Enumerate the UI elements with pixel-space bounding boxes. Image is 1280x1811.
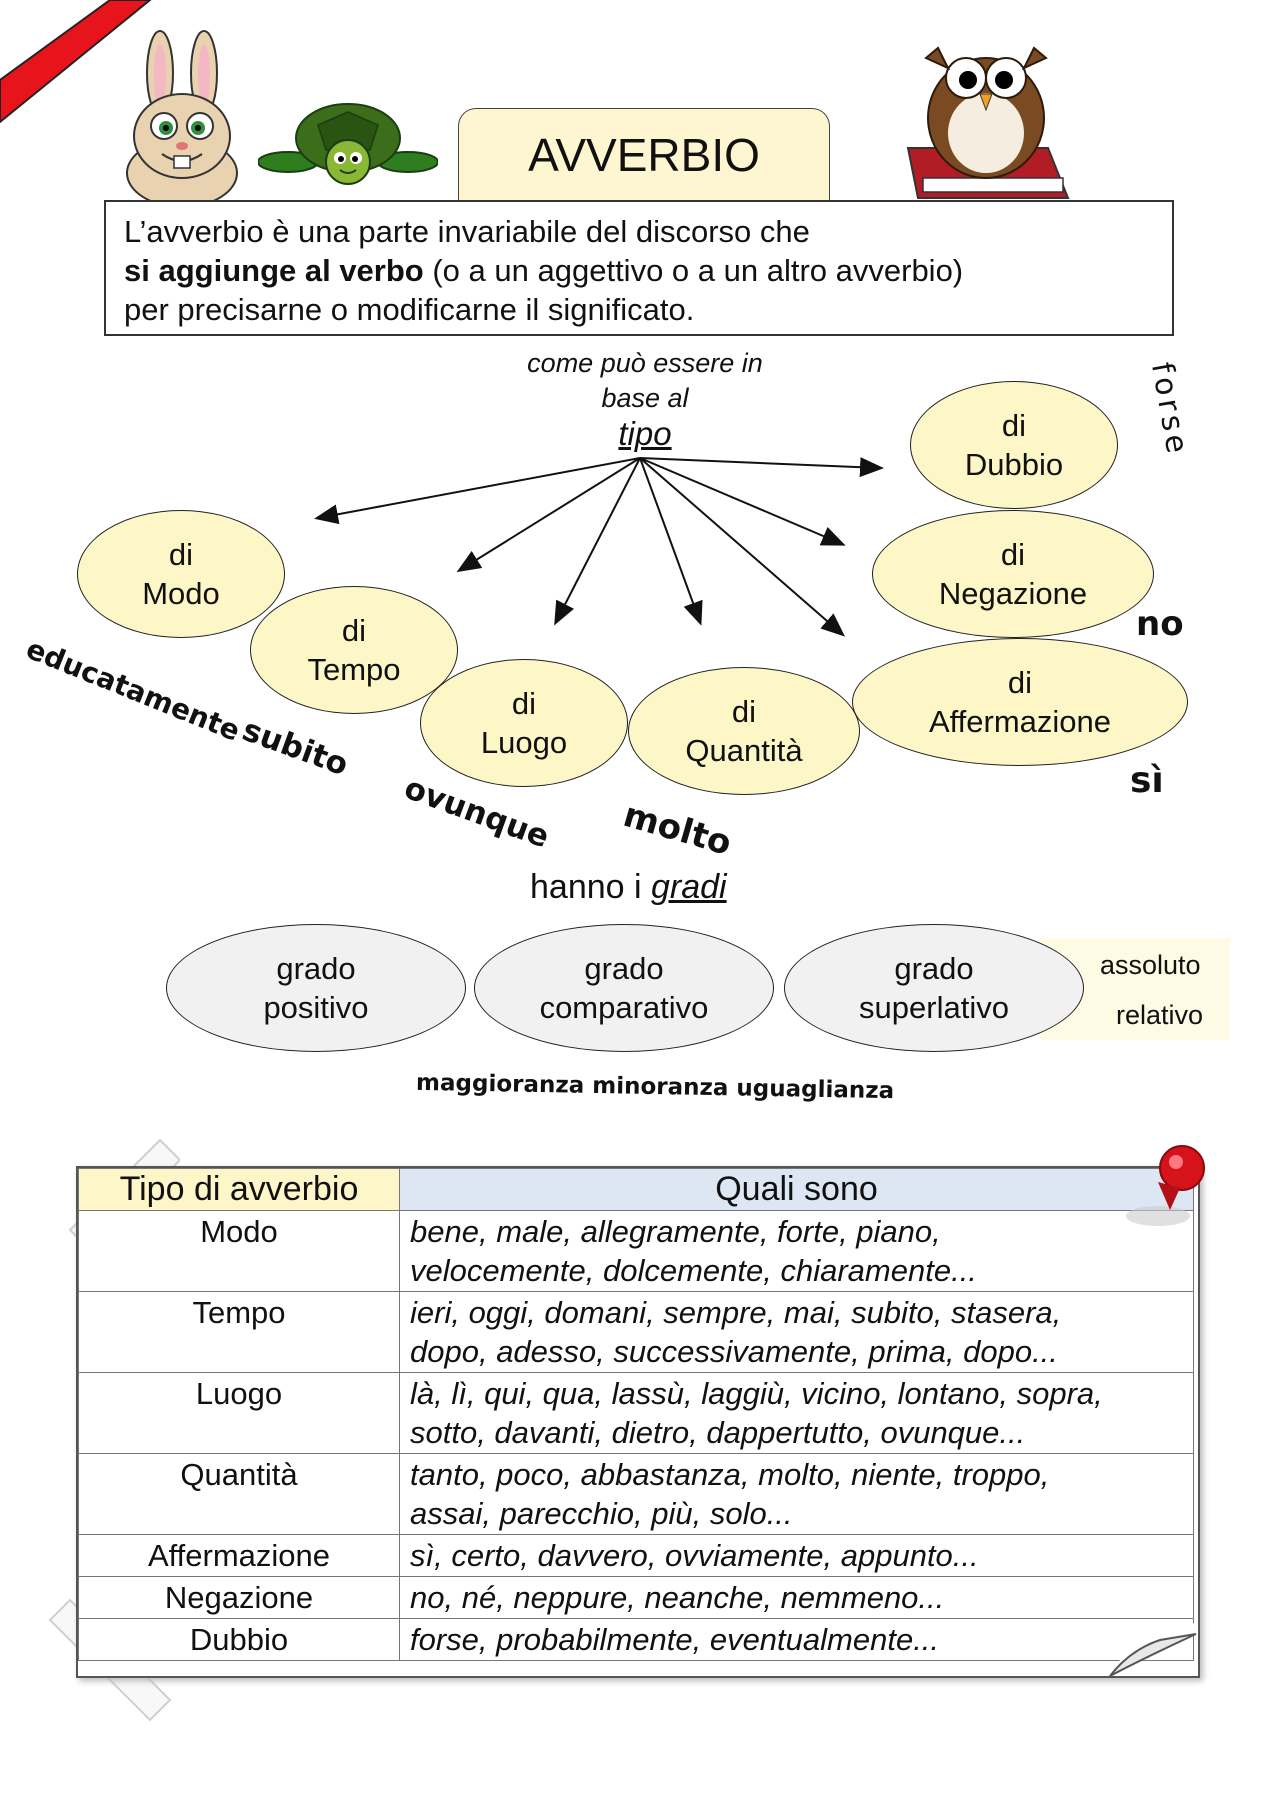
type-di: di bbox=[1000, 537, 1026, 572]
type-di: di bbox=[341, 613, 367, 648]
type-name: Luogo bbox=[480, 725, 568, 760]
type-name: Affermazione bbox=[928, 704, 1112, 739]
grade-line-1: grado bbox=[276, 951, 356, 986]
table-row: Luogo là, lì, qui, qua, lassù, laggiù, v… bbox=[78, 1372, 1194, 1454]
table-cell-tipo: Dubbio bbox=[78, 1618, 400, 1661]
tipo-keyword: tipo bbox=[618, 415, 672, 452]
grade-line-2: positivo bbox=[263, 990, 369, 1025]
tipo-caption-line-2: base al bbox=[601, 383, 689, 413]
words-line-1: là, lì, qui, qua, lassù, laggiù, vicino,… bbox=[410, 1376, 1103, 1411]
superlativo-relativo: relativo bbox=[1116, 1000, 1204, 1030]
type-ellipse-luogo: di Luogo bbox=[420, 659, 628, 787]
words-line-2: assai, parecchio, più, solo... bbox=[410, 1496, 793, 1531]
table-cell-words: ieri, oggi, domani, sempre, mai, subito,… bbox=[399, 1291, 1194, 1373]
table-cell-words: forse, probabilmente, eventualmente... bbox=[399, 1618, 1194, 1661]
table-header-quali: Quali sono bbox=[399, 1168, 1194, 1211]
grade-line-1: grado bbox=[894, 951, 974, 986]
definition-box: L’avverbio è una parte invariabile del d… bbox=[104, 200, 1174, 336]
table-cell-words: tanto, poco, abbastanza, molto, niente, … bbox=[399, 1453, 1194, 1535]
grade-line-2: superlativo bbox=[859, 990, 1009, 1025]
grade-ellipse-comparativo: grado comparativo bbox=[474, 924, 774, 1052]
grade-ellipse-positivo: grado positivo bbox=[166, 924, 466, 1052]
grade-ellipse-superlativo: grado superlativo bbox=[784, 924, 1084, 1052]
tipo-caption-line-1: come può essere in bbox=[527, 348, 763, 378]
table-cell-tipo: Modo bbox=[78, 1210, 400, 1292]
tipo-arrows bbox=[314, 457, 884, 637]
table-cell-tipo: Affermazione bbox=[78, 1534, 400, 1577]
definition-line-3: per precisarne o modificarne il signific… bbox=[124, 292, 695, 327]
table-header-tipo: Tipo di avverbio bbox=[78, 1168, 400, 1211]
arrow-luogo bbox=[554, 457, 641, 626]
arrow-modo bbox=[314, 457, 641, 525]
tipo-caption: come può essere in base al tipo bbox=[490, 346, 800, 451]
type-ellipse-modo: di Modo bbox=[77, 510, 285, 638]
gradi-prefix: hanno i bbox=[530, 868, 651, 906]
arrow-quantita bbox=[639, 457, 703, 626]
rabbit-icon bbox=[126, 30, 238, 208]
table-cell-tipo: Tempo bbox=[78, 1291, 400, 1373]
type-di: di bbox=[1001, 408, 1027, 443]
arrow-negazione bbox=[639, 457, 846, 546]
type-name: Dubbio bbox=[964, 447, 1064, 482]
words-line-2: velocemente, dolcemente, chiaramente... bbox=[410, 1253, 977, 1288]
type-ellipse-quantita: di Quantità bbox=[628, 667, 860, 795]
grade-line-1: grado bbox=[584, 951, 664, 986]
pushpin-icon bbox=[1126, 1145, 1205, 1226]
type-ellipse-dubbio: di Dubbio bbox=[910, 381, 1118, 509]
owl-icon bbox=[906, 46, 1070, 199]
definition-line-2: si aggiunge al verbo (o a un aggettivo o… bbox=[124, 251, 1154, 290]
gradi-caption: hanno i gradi bbox=[530, 868, 727, 907]
comparativo-kinds: maggioranza minoranza uguaglianza bbox=[415, 1069, 895, 1105]
type-di: di bbox=[731, 694, 757, 729]
words-line-1: ieri, oggi, domani, sempre, mai, subito,… bbox=[410, 1295, 1062, 1330]
type-name: Modo bbox=[142, 576, 220, 611]
example-affermazione: sì bbox=[1130, 760, 1164, 801]
table-row: Quantità tanto, poco, abbastanza, molto,… bbox=[78, 1453, 1194, 1535]
page-title: AVVERBIO bbox=[458, 108, 830, 201]
type-name: Tempo bbox=[307, 652, 401, 687]
gradi-keyword: gradi bbox=[651, 868, 727, 906]
type-di: di bbox=[168, 537, 194, 572]
page-curl bbox=[1109, 1622, 1197, 1677]
words-line-1: bene, male, allegramente, forte, piano, bbox=[410, 1214, 941, 1249]
type-ellipse-negazione: di Negazione bbox=[872, 510, 1154, 638]
superlativo-assoluto: assoluto bbox=[1100, 950, 1201, 980]
type-ellipse-tempo: di Tempo bbox=[250, 586, 458, 714]
definition-line-1: L’avverbio è una parte invariabile del d… bbox=[124, 214, 810, 249]
definition-keyword: si aggiunge al verbo bbox=[124, 253, 424, 288]
table-cell-words: bene, male, allegramente, forte, piano, v… bbox=[399, 1210, 1194, 1292]
words-line-2: sotto, davanti, dietro, dappertutto, ovu… bbox=[410, 1415, 1026, 1450]
turtle-icon bbox=[258, 103, 438, 185]
arrow-dubbio bbox=[639, 457, 884, 478]
example-negazione: no bbox=[1136, 604, 1184, 644]
table-row: Tempo ieri, oggi, domani, sempre, mai, s… bbox=[78, 1291, 1194, 1373]
table-cell-tipo: Luogo bbox=[78, 1372, 400, 1454]
corner-ribbon bbox=[0, 0, 152, 124]
type-name: Negazione bbox=[938, 576, 1088, 611]
arrow-tempo bbox=[456, 457, 641, 573]
words-line-1: tanto, poco, abbastanza, molto, niente, … bbox=[410, 1457, 1050, 1492]
words-line-2: dopo, adesso, successivamente, prima, do… bbox=[410, 1334, 1058, 1369]
type-ellipse-affermazione: di Affermazione bbox=[852, 638, 1188, 766]
type-di: di bbox=[1007, 665, 1033, 700]
table-header-row: Tipo di avverbio Quali sono bbox=[78, 1168, 1194, 1211]
table-cell-words: no, né, neppure, neanche, nemmeno... bbox=[399, 1576, 1194, 1619]
grade-line-2: comparativo bbox=[539, 990, 709, 1025]
adverb-table: Tipo di avverbio Quali sono Modo bene, m… bbox=[78, 1168, 1194, 1661]
table-cell-words: sì, certo, davvero, ovviamente, appunto.… bbox=[399, 1534, 1194, 1577]
table-row: Dubbio forse, probabilmente, eventualmen… bbox=[78, 1618, 1194, 1661]
table-row: Modo bene, male, allegramente, forte, pi… bbox=[78, 1210, 1194, 1292]
type-name: Quantità bbox=[685, 733, 803, 768]
table-cell-tipo: Negazione bbox=[78, 1576, 400, 1619]
type-di: di bbox=[511, 686, 537, 721]
arrow-affermazione bbox=[639, 457, 846, 637]
definition-line-2-rest: (o a un aggettivo o a un altro avverbio) bbox=[423, 253, 964, 288]
table-cell-tipo: Quantità bbox=[78, 1453, 400, 1535]
table-row: Negazione no, né, neppure, neanche, nemm… bbox=[78, 1576, 1194, 1619]
table-cell-words: là, lì, qui, qua, lassù, laggiù, vicino,… bbox=[399, 1372, 1194, 1454]
table-row: Affermazione sì, certo, davvero, ovviame… bbox=[78, 1534, 1194, 1577]
